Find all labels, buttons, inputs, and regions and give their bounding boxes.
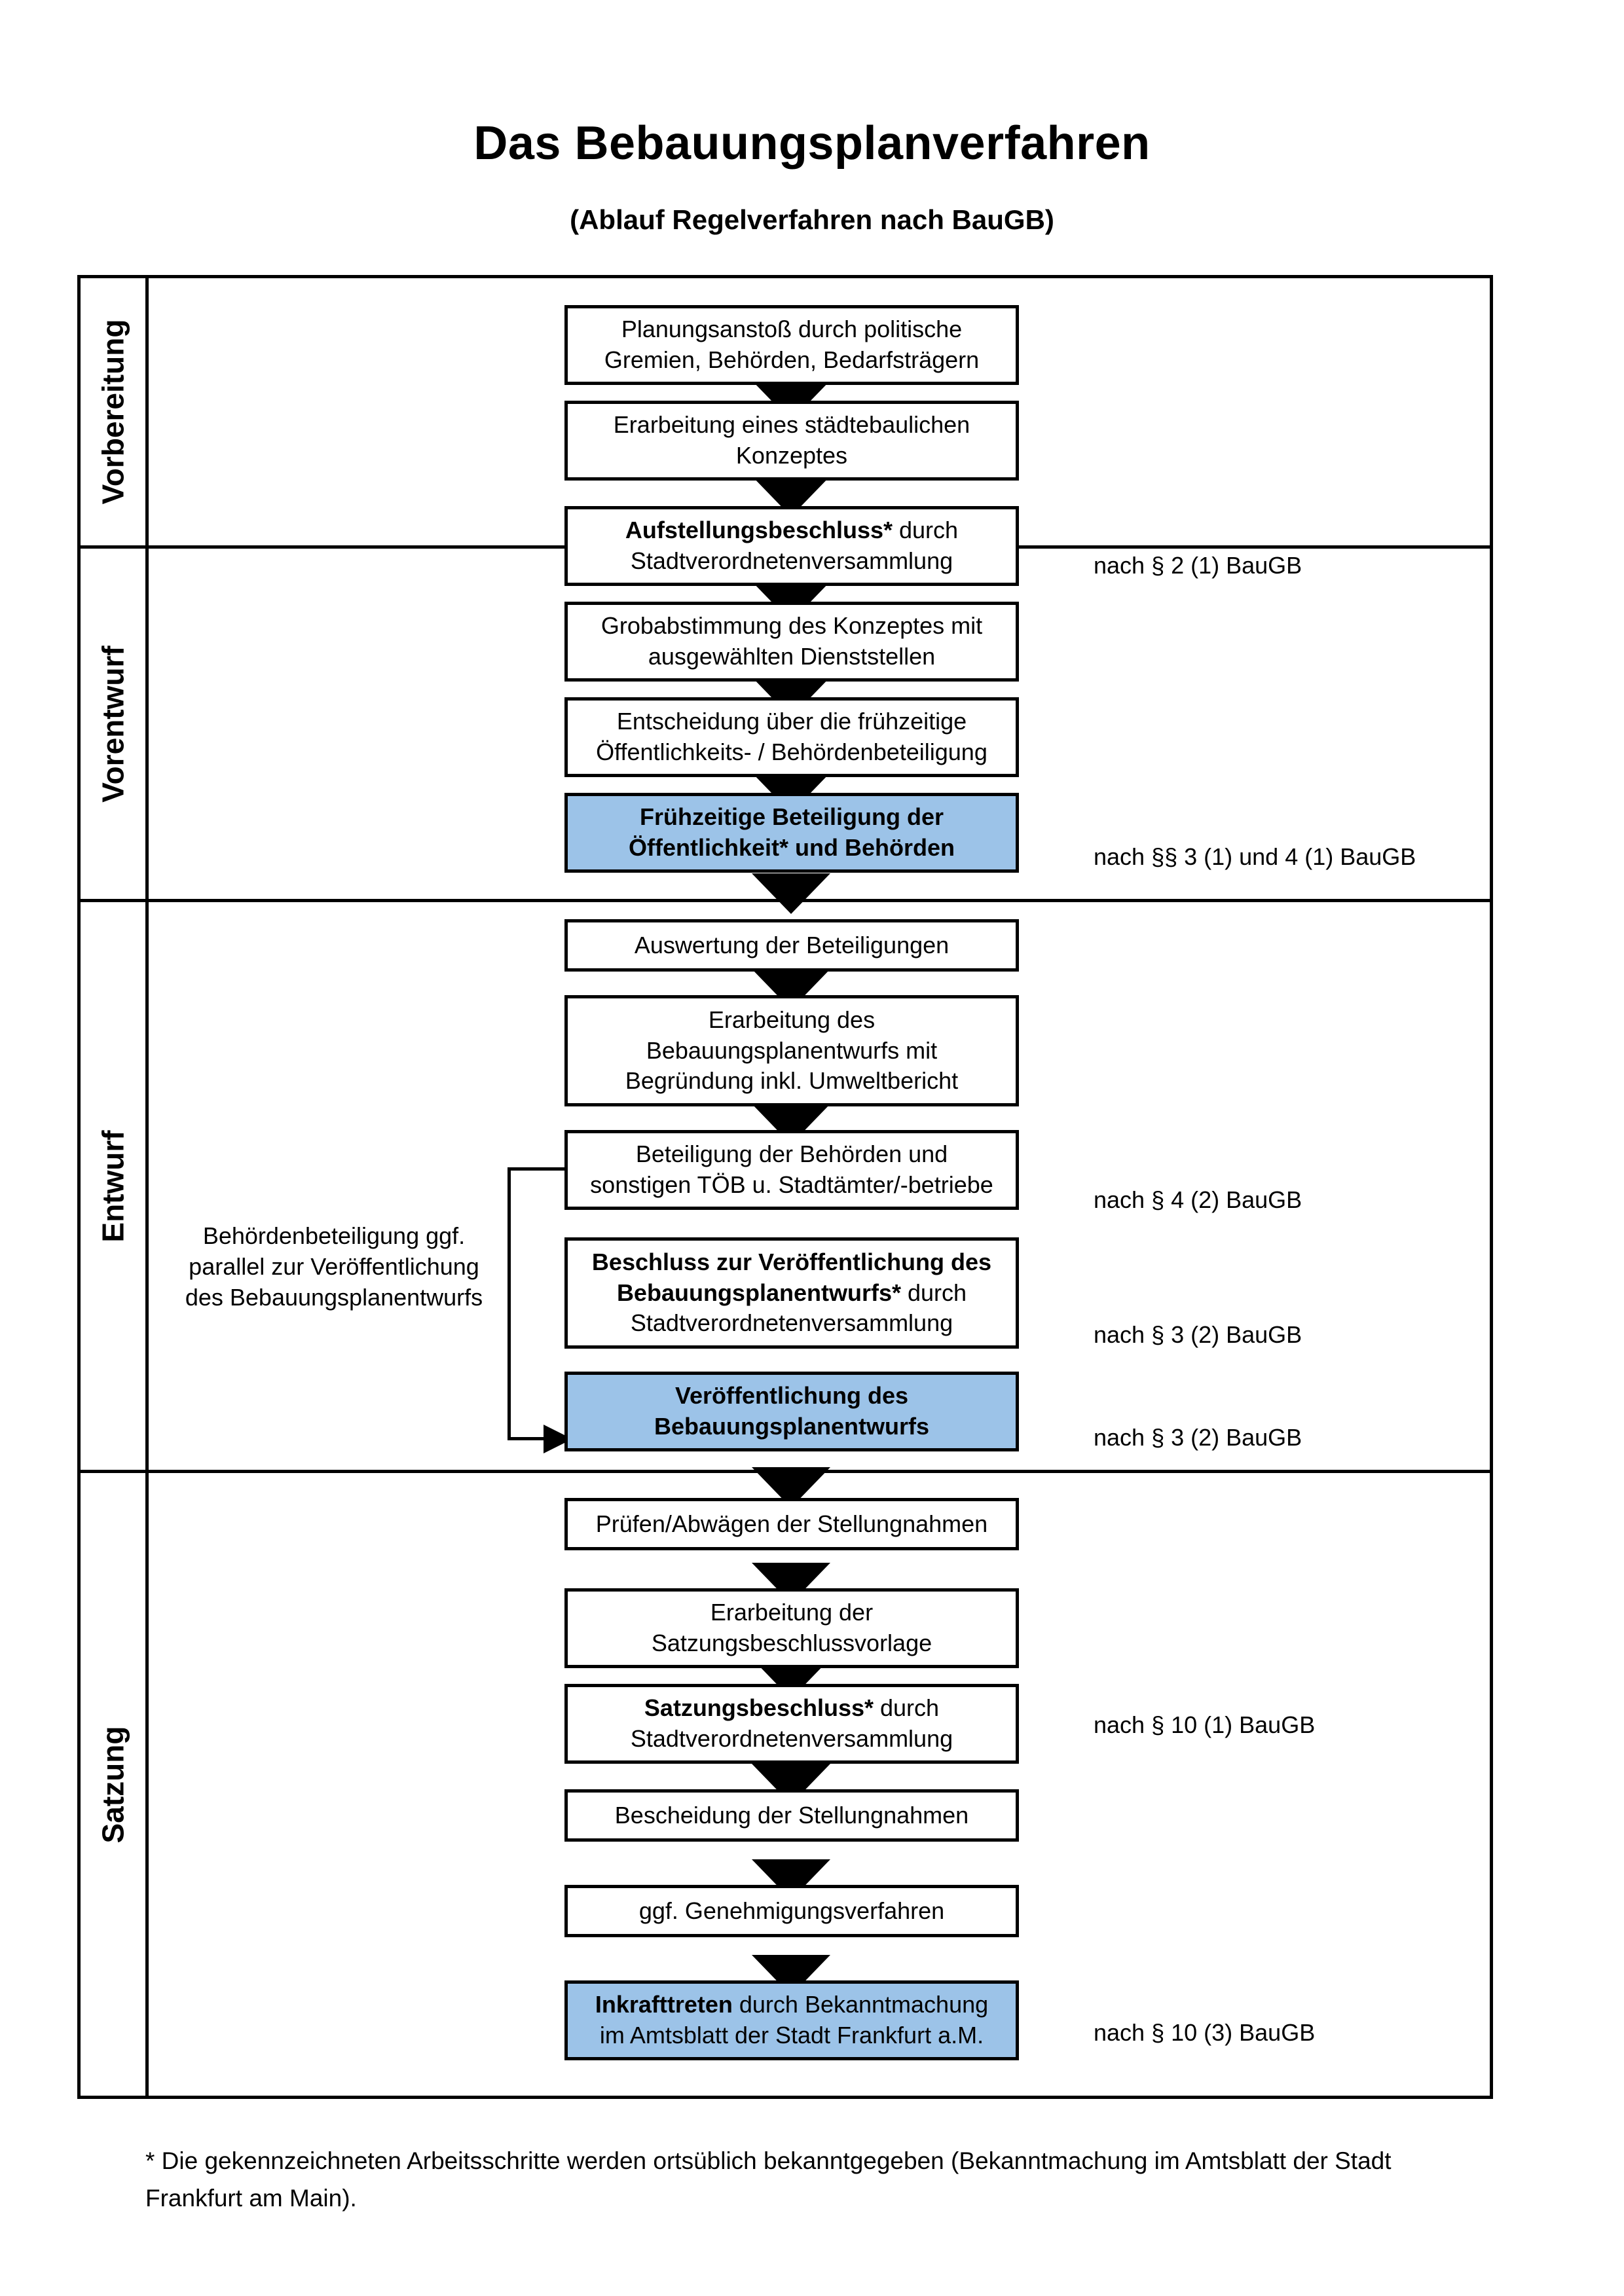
step-line: Satzungsbeschluss* durch	[631, 1693, 953, 1724]
step-line: Veröffentlichung des	[674, 1382, 909, 1410]
step-line: Beteiligung der Behörden und	[635, 1140, 948, 1168]
side-note-line-3: Veröffentlichung des	[185, 1252, 479, 1311]
page-subtitle: (Ablauf Regelverfahren nach BauGB)	[570, 204, 1054, 235]
step-line-rest: durch	[893, 517, 959, 544]
step-line: Entscheidung über die frühzeitige	[616, 708, 967, 735]
legal-note-7: nach § 10 (3) BauGB	[1094, 2019, 1316, 2046]
step-emphasis: Inkrafttreten	[595, 1991, 733, 2018]
step-box-erarbeitung-satzungsvorlage[interactable]: Erarbeitung der Satzungsbeschlussvorlage	[564, 1588, 1019, 1668]
phase-label-vorbereitung: Vorbereitung	[77, 278, 149, 545]
step-box-auswertung[interactable]: Auswertung der Beteiligungen	[564, 919, 1019, 972]
phase-label-entwurf-text: Entwurf	[96, 1129, 130, 1243]
step-line: Stadtverordnetenversammlung	[630, 547, 953, 574]
phase-label-vorbereitung-text: Vorbereitung	[96, 319, 130, 505]
phase-label-vorentwurf-text: Vorentwurf	[96, 645, 130, 803]
step-box-aufstellungsbeschluss[interactable]: Aufstellungsbeschluss* durch Stadtverord…	[564, 506, 1019, 586]
step-line: Erarbeitung eines städtebaulichen	[613, 411, 970, 439]
step-line: Begründung inkl. Umweltbericht	[625, 1067, 959, 1095]
step-line: Stadtverordnetenversammlung	[630, 1725, 953, 1752]
step-line: Erarbeitung der	[710, 1599, 874, 1626]
legal-note-4: nach § 3 (2) BauGB	[1094, 1321, 1302, 1348]
phase-label-divider	[145, 275, 149, 2099]
loop-connector-bottom-segment	[507, 1437, 547, 1440]
step-line: Bebauungsplanentwurfs mit	[646, 1036, 938, 1064]
phase-label-satzung-text: Satzung	[96, 1726, 130, 1843]
step-box-beschluss-veroeffentlichung[interactable]: Beschluss zur Veröffentlichung des Bebau…	[564, 1237, 1019, 1349]
side-note-line-4: Bebauungsplanentwurfs	[229, 1283, 483, 1311]
step-line: Beschluss zur Veröffentlichung des	[591, 1248, 992, 1275]
step-line: Öffentlichkeits- / Behördenbeteiligung	[596, 738, 987, 765]
side-note-behoerdenbeteiligung: Behördenbeteiligung ggf. parallel zur Ve…	[177, 1221, 491, 1313]
step-line: im Amtsblatt der Stadt Frankfurt a.M.	[599, 2022, 984, 2049]
legal-note-2: nach §§ 3 (1) und 4 (1) BauGB	[1094, 843, 1416, 870]
step-emphasis: Satzungsbeschluss*	[644, 1694, 874, 1722]
step-line: Bebauungsplanentwurfs	[654, 1413, 930, 1440]
side-note-line-2: ggf. parallel zur	[189, 1222, 466, 1280]
loop-connector-vertical-segment	[507, 1167, 511, 1440]
step-line: sonstigen TÖB u. Stadtämter/-betriebe	[590, 1171, 993, 1198]
phase-label-entwurf: Entwurf	[77, 902, 149, 1470]
step-box-staedtebau-konzept[interactable]: Erarbeitung eines städtebaulichen Konzep…	[564, 401, 1019, 481]
step-line: Bebauungsplanentwurfs* durch	[592, 1278, 991, 1309]
step-line-rest: durch Bekanntmachung	[732, 1991, 989, 2018]
step-box-inkrafttreten[interactable]: Inkrafttreten durch Bekanntmachung im Am…	[564, 1980, 1019, 2060]
legal-note-3: nach § 4 (2) BauGB	[1094, 1186, 1302, 1213]
legal-note-5: nach § 3 (2) BauGB	[1094, 1424, 1302, 1451]
step-box-erarbeitung-entwurf[interactable]: Erarbeitung des Bebauungsplanentwurfs mi…	[564, 995, 1019, 1106]
step-line-rest: durch	[874, 1694, 940, 1722]
step-box-beteiligung-behoerden[interactable]: Beteiligung der Behörden und sonstigen T…	[564, 1130, 1019, 1210]
step-line-rest: durch	[900, 1279, 967, 1306]
step-line: Planungsanstoß durch politische	[621, 316, 963, 343]
step-box-veroeffentlichung[interactable]: Veröffentlichung des Bebauungsplanentwur…	[564, 1372, 1019, 1451]
step-box-planungsanstoss[interactable]: Planungsanstoß durch politische Gremien,…	[564, 305, 1019, 385]
step-line: Prüfen/Abwägen der Stellungnahmen	[595, 1510, 988, 1537]
legal-note-1: nach § 2 (1) BauGB	[1094, 552, 1302, 579]
step-line: Erarbeitung des	[708, 1006, 876, 1033]
step-emphasis: Aufstellungsbeschluss*	[625, 517, 893, 544]
step-box-grobabstimmung[interactable]: Grobabstimmung des Konzeptes mit ausgewä…	[564, 602, 1019, 682]
step-line: Stadtverordnetenversammlung	[630, 1309, 953, 1337]
step-line: Inkrafttreten durch Bekanntmachung	[595, 1990, 988, 2020]
footnote-text: * Die gekennzeichneten Arbeitsschritte w…	[145, 2147, 1392, 2212]
step-box-entscheidung-fruehzeitige[interactable]: Entscheidung über die frühzeitige Öffent…	[564, 697, 1019, 777]
loop-connector-top-segment	[507, 1167, 566, 1171]
step-line: Konzeptes	[735, 442, 848, 469]
step-box-satzungsbeschluss[interactable]: Satzungsbeschluss* durch Stadtverordnete…	[564, 1684, 1019, 1764]
page-title: Das Bebauungsplanverfahren	[473, 117, 1151, 170]
step-line: Grobabstimmung des Konzeptes mit	[600, 612, 983, 640]
step-line: ausgewählten Dienststellen	[648, 643, 936, 670]
legal-note-6: nach § 10 (1) BauGB	[1094, 1711, 1316, 1738]
step-line: Bescheidung der Stellungnahmen	[614, 1801, 969, 1829]
step-line: Aufstellungsbeschluss* durch	[625, 515, 958, 546]
flow-arrow-icon-6	[752, 873, 830, 914]
step-box-pruefen-abwaegen[interactable]: Prüfen/Abwägen der Stellungnahmen	[564, 1498, 1019, 1550]
step-emphasis: Bebauungsplanentwurfs*	[616, 1279, 901, 1306]
step-box-bescheidung[interactable]: Bescheidung der Stellungnahmen	[564, 1789, 1019, 1842]
step-line: Frühzeitige Beteiligung der	[639, 803, 944, 831]
step-line: Gremien, Behörden, Bedarfsträgern	[604, 346, 980, 373]
step-line: Öffentlichkeit* und Behörden	[628, 834, 955, 861]
step-line: Satzungsbeschlussvorlage	[651, 1630, 932, 1656]
side-note-line-1: Behördenbeteiligung	[202, 1222, 420, 1249]
phase-label-vorentwurf: Vorentwurf	[77, 549, 149, 899]
phase-label-satzung: Satzung	[77, 1473, 149, 2096]
step-line: Auswertung der Beteiligungen	[634, 931, 950, 958]
step-box-genehmigungsverfahren[interactable]: ggf. Genehmigungsverfahren	[564, 1885, 1019, 1937]
step-box-fruehzeitige-beteiligung[interactable]: Frühzeitige Beteiligung der Öffentlichke…	[564, 793, 1019, 873]
step-line: ggf. Genehmigungsverfahren	[638, 1897, 945, 1924]
